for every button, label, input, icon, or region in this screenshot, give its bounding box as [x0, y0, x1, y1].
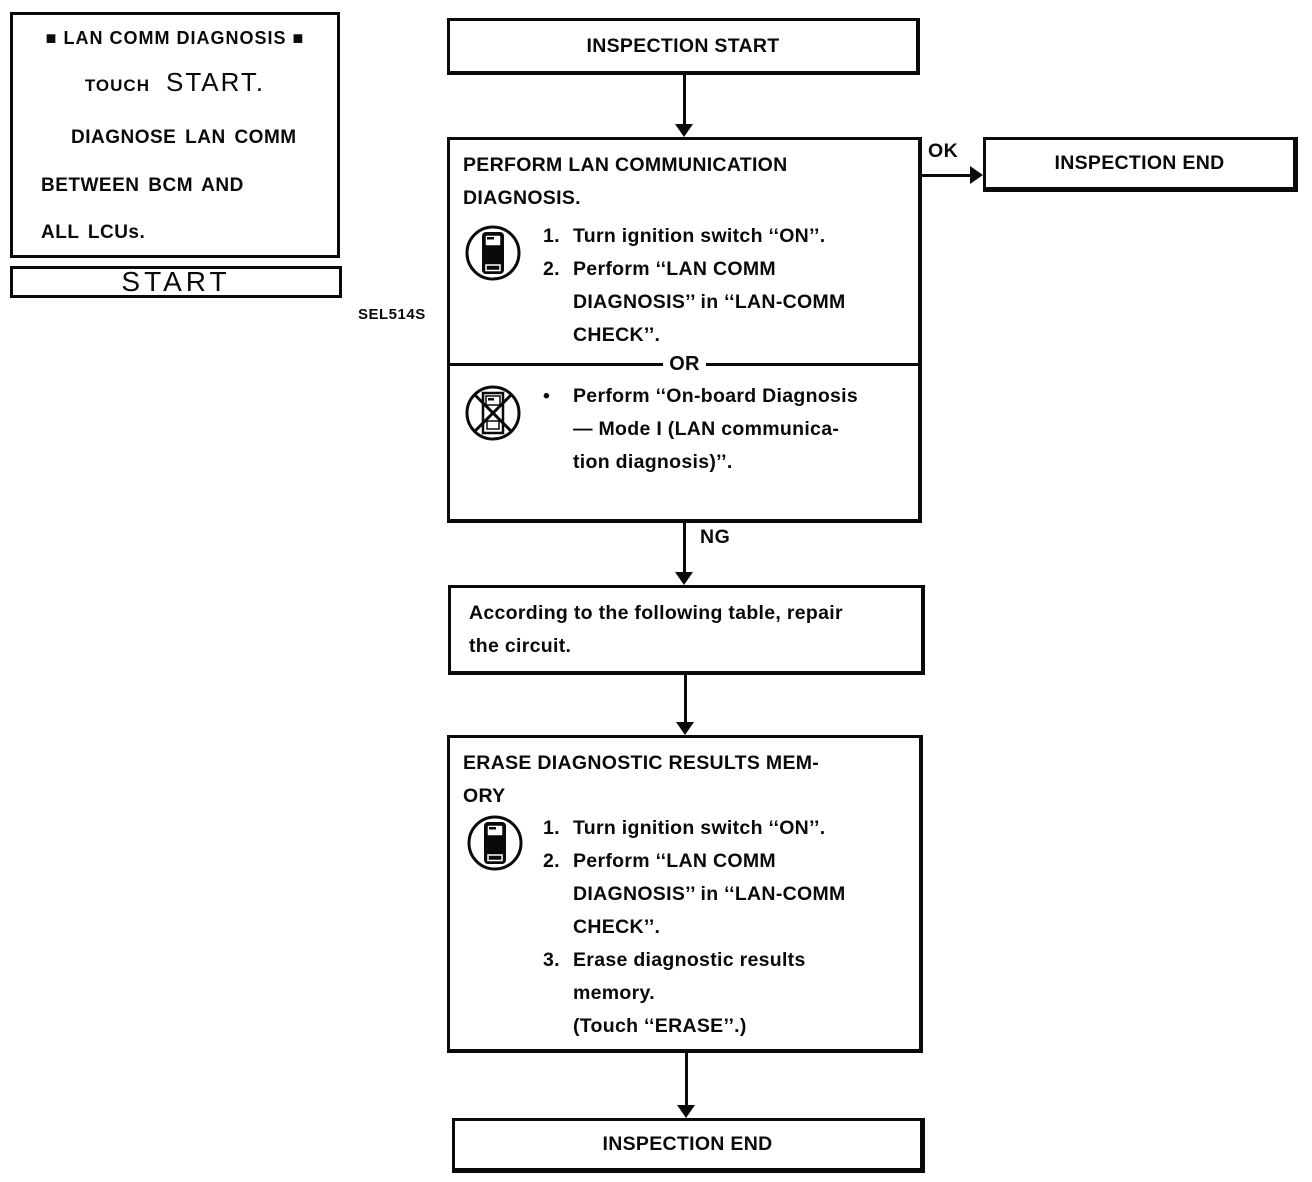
step-1-number: 1. — [543, 225, 560, 247]
inspection-start-node: INSPECTION START — [447, 18, 920, 75]
arrow-down-icon — [675, 572, 693, 585]
screen-text-line-1: DIAGNOSE LAN COMM — [71, 127, 297, 148]
erase-step-3-line-1: Erase diagnostic results — [573, 949, 806, 971]
arrow-down-icon — [676, 722, 694, 735]
figure-code: SEL514S — [358, 306, 426, 323]
consult-steps: 1. Turn ignition switch ‘‘ON’’. 2. Perfo… — [543, 220, 908, 352]
start-button: START — [10, 266, 342, 298]
or-divider-line-left — [447, 362, 664, 366]
erase-title-line-1: ERASE DIAGNOSTIC RESULTS MEM- — [463, 752, 820, 774]
onboard-line-2: — Mode I (LAN communica- — [573, 418, 840, 440]
screen-touch-line: TOUCH START. — [13, 67, 337, 98]
perform-title-line-2: DIAGNOSIS. — [463, 187, 581, 209]
erase-step-2-line-3: CHECK’’. — [573, 916, 661, 938]
perform-box-title: PERFORM LAN COMMUNICATION DIAGNOSIS. — [463, 149, 788, 215]
repair-line-1: According to the following table, repair — [469, 602, 843, 624]
onboard-line-3: tion diagnosis)’’. — [573, 451, 733, 473]
onboard-bullet-step: • Perform ‘‘On-board Diagnosis — Mode I … — [543, 380, 908, 479]
inspection-start-label: INSPECTION START — [586, 34, 780, 57]
erase-step-2: 2. Perform ‘‘LAN COMM DIAGNOSIS’’ in ‘‘L… — [543, 845, 908, 944]
step-2-number: 2. — [543, 258, 560, 280]
consult-tester-icon — [464, 224, 522, 282]
repair-box-text: According to the following table, repair… — [469, 597, 843, 663]
touch-label: TOUCH — [84, 76, 150, 95]
step-1: 1. Turn ignition switch ‘‘ON’’. — [543, 220, 908, 253]
connector-line — [922, 174, 972, 177]
perform-diagnosis-node: PERFORM LAN COMMUNICATION DIAGNOSIS. 1. … — [447, 137, 923, 523]
inspection-end-bottom-node: INSPECTION END — [452, 1118, 925, 1173]
erase-step-3: 3. Erase diagnostic results memory. (Tou… — [543, 944, 908, 1043]
screen-text-line-2: BETWEEN BCM AND — [41, 175, 244, 196]
arrow-down-icon — [677, 1105, 695, 1118]
repair-line-2: the circuit. — [469, 635, 572, 657]
or-divider-line-right — [705, 362, 923, 366]
arrow-down-icon — [675, 124, 693, 137]
or-label: OR — [669, 352, 700, 375]
step-1-line-1: Turn ignition switch ‘‘ON’’. — [573, 225, 826, 247]
erase-step-1: 1. Turn ignition switch ‘‘ON’’. — [543, 812, 908, 845]
erase-step-2-line-2: DIAGNOSIS’’ in ‘‘LAN-COMM — [573, 883, 846, 905]
connector-line — [683, 523, 686, 573]
perform-title-line-1: PERFORM LAN COMMUNICATION — [463, 154, 788, 176]
erase-step-2-number: 2. — [543, 850, 560, 872]
step-2-line-2: DIAGNOSIS’’ in ‘‘LAN-COMM — [573, 291, 846, 313]
screen-title: ■ LAN COMM DIAGNOSIS ■ — [45, 28, 305, 48]
erase-title-line-2: ORY — [463, 785, 506, 807]
erase-step-3-line-3: (Touch ‘‘ERASE’’.) — [573, 1015, 747, 1037]
consult-screen-panel: ■ LAN COMM DIAGNOSIS ■ TOUCH START. DIAG… — [10, 12, 340, 258]
onboard-steps: • Perform ‘‘On-board Diagnosis — Mode I … — [543, 380, 908, 479]
erase-steps: 1. Turn ignition switch ‘‘ON’’. 2. Perfo… — [543, 812, 908, 1043]
erase-box-title: ERASE DIAGNOSTIC RESULTS MEM- ORY — [463, 747, 819, 813]
no-consult-icon — [464, 384, 522, 442]
arrow-right-icon — [970, 166, 983, 184]
inspection-end-bottom-label: INSPECTION END — [602, 1133, 773, 1155]
erase-step-3-number: 3. — [543, 949, 560, 971]
erase-step-1-number: 1. — [543, 817, 560, 839]
consult-tester-icon — [466, 814, 524, 872]
repair-circuit-node: According to the following table, repair… — [448, 585, 925, 675]
erase-memory-node: ERASE DIAGNOSTIC RESULTS MEM- ORY 1. Tur… — [447, 735, 923, 1053]
step-2: 2. Perform ‘‘LAN COMM DIAGNOSIS’’ in ‘‘L… — [543, 253, 908, 352]
onboard-line-1: Perform ‘‘On-board Diagnosis — [573, 385, 859, 407]
inspection-end-top-node: INSPECTION END — [983, 137, 1298, 192]
ng-branch-label: NG — [700, 526, 731, 548]
step-2-line-1: Perform ‘‘LAN COMM — [573, 258, 776, 280]
connector-line — [685, 1053, 688, 1106]
or-divider: OR — [447, 351, 923, 377]
connector-line — [684, 675, 687, 723]
connector-line — [683, 75, 686, 125]
inspection-end-top-label: INSPECTION END — [1054, 152, 1225, 174]
screen-text-line-3: ALL LCUs. — [41, 222, 146, 243]
step-2-line-3: CHECK’’. — [573, 324, 661, 346]
erase-step-1-line-1: Turn ignition switch ‘‘ON’’. — [573, 817, 826, 839]
ok-branch-label: OK — [928, 140, 959, 162]
erase-step-3-line-2: memory. — [573, 982, 655, 1004]
start-word-label: START. — [165, 67, 266, 97]
erase-step-2-line-1: Perform ‘‘LAN COMM — [573, 850, 776, 872]
bullet-icon: • — [543, 385, 551, 407]
